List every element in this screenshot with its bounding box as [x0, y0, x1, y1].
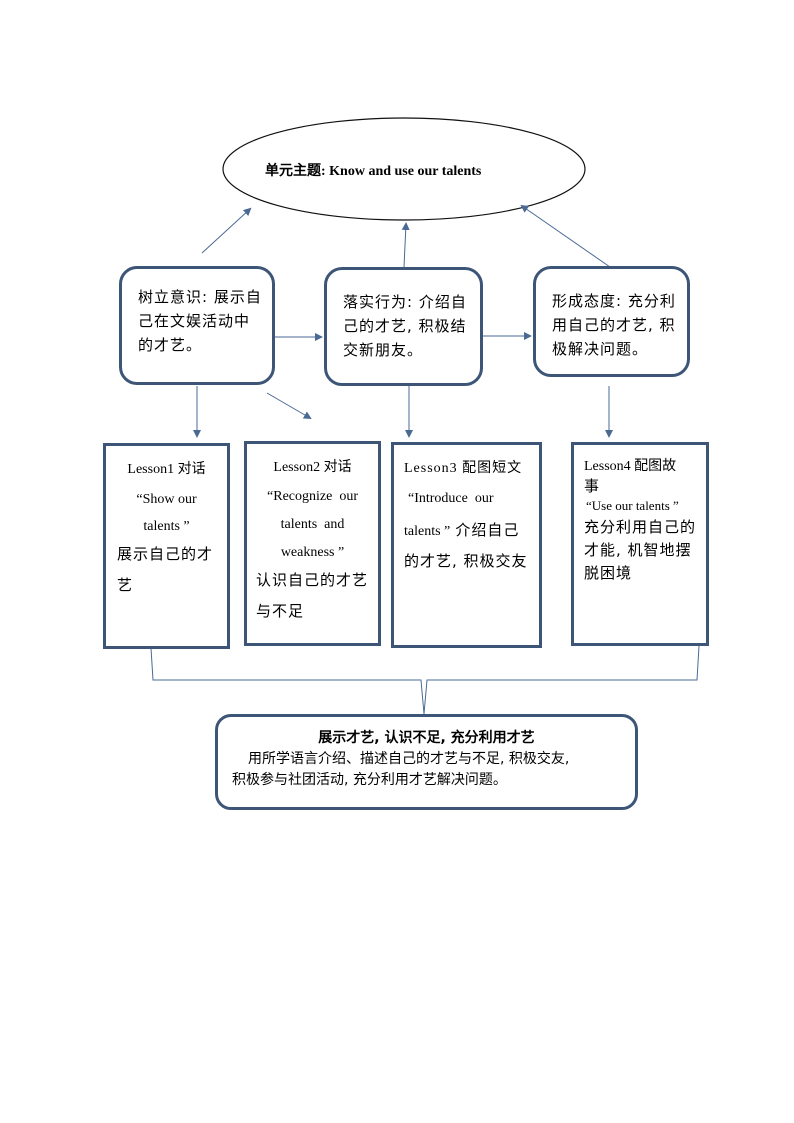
lesson-box-2: Lesson2 对话 “Recognize our talents and we… [244, 441, 381, 646]
lesson-desc: 艺 [117, 576, 134, 594]
lesson-desc: 才能, 机智地摆 [584, 541, 692, 559]
lesson-title: Lesson2 对话 [273, 460, 352, 475]
lesson-quote: “Use our talents ” [586, 498, 679, 513]
lesson-quote: talents ” [404, 524, 451, 539]
lesson-quote: “Introduce our [408, 491, 494, 506]
lesson-mixed-line: talents ” 介绍自己 [404, 519, 539, 540]
lesson-quote: talents ” [143, 519, 190, 534]
lesson-desc: 展示自己的才 [117, 545, 214, 563]
goal-line: 己在文娱活动中 [138, 312, 251, 330]
lesson-quote: “Recognize our [267, 489, 358, 504]
goal-box-attitude: 形成态度: 充分利 用自己的才艺, 积 极解决问题。 [533, 266, 690, 377]
lesson-title: 事 [584, 477, 601, 495]
lesson-box-1: Lesson1 对话 “Show our talents ” 展示自己的才 艺 [103, 443, 230, 649]
goal-line: 己的才艺, 积极结 [343, 317, 467, 335]
lesson-desc: 的才艺, 积极交友 [404, 552, 528, 570]
goal-line: 落实行为: 介绍自 [343, 293, 467, 311]
lesson-desc: 充分利用自己的 [584, 518, 697, 536]
lesson-quote: weakness ” [280, 545, 345, 560]
summary-body-line: 用所学语言介绍、描述自己的才艺与不足, 积极交友, [248, 751, 570, 767]
goal-box-action: 落实行为: 介绍自 己的才艺, 积极结 交新朋友。 [324, 267, 483, 386]
goal-box-awareness: 树立意识: 展示自 己在文娱活动中 的才艺。 [119, 266, 275, 385]
goal-line: 形成态度: 充分利 [552, 292, 676, 310]
lesson-desc: 认识自己的才艺 [256, 571, 369, 589]
lesson-desc: 介绍自己 [455, 521, 520, 539]
lesson-box-4: Lesson4 配图故 事 “Use our talents ” 充分利用自己的… [571, 442, 709, 646]
goal-line: 的才艺。 [138, 336, 203, 354]
arrow-goal2-to-theme [401, 222, 410, 268]
arrow-goal1-to-theme [201, 207, 252, 254]
summary-title: 展示才艺, 认识不足, 充分利用才艺 [318, 730, 535, 746]
lesson-quote: talents and [280, 517, 345, 532]
summary-body-line: 积极参与社团活动, 充分利用才艺解决问题。 [232, 772, 507, 788]
lesson-quote: “Show our [136, 492, 197, 507]
lesson-title: Lesson1 对话 [127, 462, 206, 477]
goal-line: 树立意识: 展示自 [138, 288, 262, 306]
arrow-goal3-to-theme [520, 204, 611, 268]
unit-theme-label: 单元主题: Know and use our talents [265, 164, 482, 179]
unit-theme-ellipse [222, 117, 586, 221]
lesson-title-text: Lesson3 配图短文 [404, 461, 523, 476]
lesson-desc: 与不足 [256, 602, 305, 620]
lesson-title: Lesson3 配图短文 [404, 457, 539, 477]
lesson-title: Lesson4 配图故 [584, 459, 677, 474]
brace-connector [150, 645, 700, 715]
arrow-goal1-to-lesson2 [266, 392, 312, 420]
lesson-desc: 脱困境 [584, 564, 633, 582]
lesson-box-3: Lesson3 配图短文 “Introduce our talents ” 介绍… [391, 442, 542, 648]
goal-line: 用自己的才艺, 积 [552, 316, 676, 334]
goal-line: 极解决问题。 [552, 340, 649, 358]
goal-line: 交新朋友。 [343, 341, 424, 359]
summary-box: 展示才艺, 认识不足, 充分利用才艺 用所学语言介绍、描述自己的才艺与不足, 积… [215, 714, 638, 810]
